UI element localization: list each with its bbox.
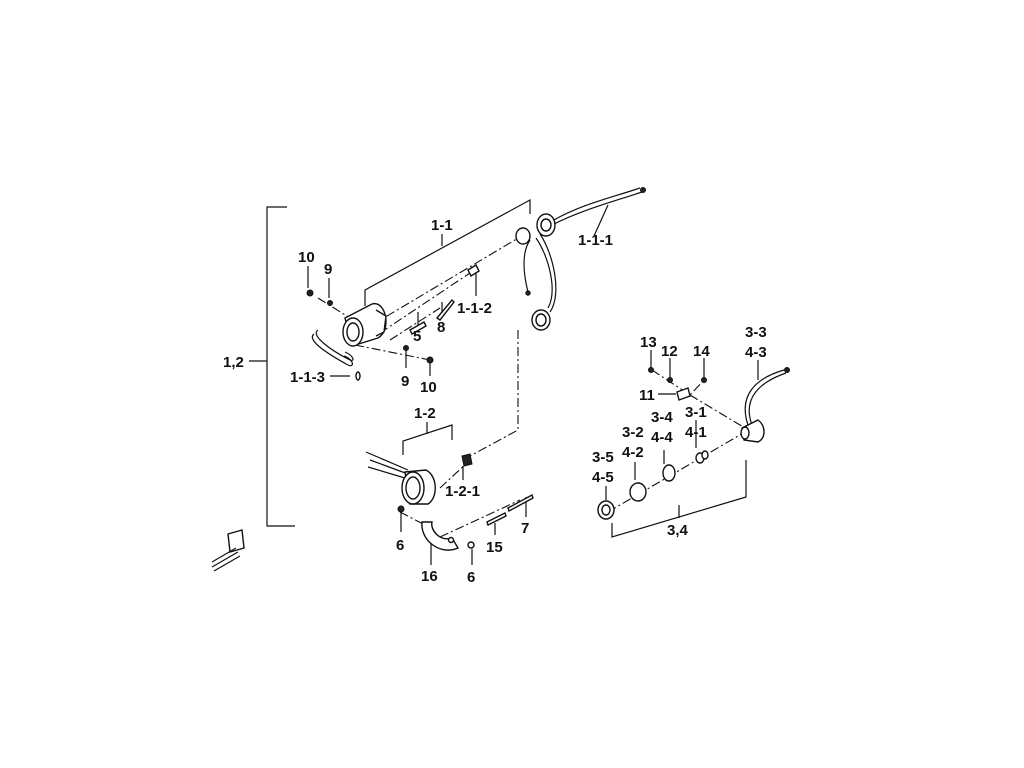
label-9-top: 9 bbox=[324, 261, 332, 278]
label-15: 15 bbox=[486, 539, 503, 556]
headlight-lower bbox=[365, 451, 436, 505]
callout-labels: 1,2 1-1 1-1-1 1-1-2 1-1-3 1-2 1-2-1 10 9… bbox=[223, 217, 767, 586]
label-12: 12 bbox=[661, 343, 678, 360]
connector-part bbox=[211, 529, 245, 572]
label-9-bottom: 9 bbox=[401, 373, 409, 390]
label-3-1: 3-1 bbox=[685, 404, 707, 421]
label-3-4: 3-4 bbox=[651, 409, 673, 426]
bracket-part-16 bbox=[421, 521, 460, 551]
label-4-1: 4-1 bbox=[685, 424, 707, 441]
label-14: 14 bbox=[693, 343, 710, 360]
label-4-2: 4-2 bbox=[622, 444, 644, 461]
label-1-2: 1,2 bbox=[223, 354, 244, 371]
label-3-4-group: 3,4 bbox=[667, 522, 689, 539]
bracket-1-1 bbox=[364, 198, 531, 306]
label-1-2-1: 1-2-1 bbox=[445, 483, 480, 500]
label-10-bottom: 10 bbox=[420, 379, 437, 396]
label-1-2-sub: 1-2 bbox=[414, 405, 436, 422]
bracket-1-2-sub bbox=[402, 422, 453, 455]
turn-signal-assembly bbox=[597, 367, 790, 520]
headlight-upper bbox=[311, 303, 387, 367]
label-3-3: 3-3 bbox=[745, 324, 767, 341]
bracket-3-4 bbox=[611, 460, 747, 538]
label-4-4: 4-4 bbox=[651, 429, 673, 446]
label-10-top: 10 bbox=[298, 249, 315, 266]
sockets-and-wiring bbox=[515, 187, 646, 331]
label-3-5: 3-5 bbox=[592, 449, 614, 466]
label-6-left: 6 bbox=[396, 537, 404, 554]
hardware bbox=[306, 263, 534, 549]
label-6-right: 6 bbox=[467, 569, 475, 586]
label-5: 5 bbox=[413, 328, 421, 345]
assembly-lines bbox=[317, 236, 746, 538]
label-1-1-3: 1-1-3 bbox=[290, 369, 325, 386]
leader-lines bbox=[307, 204, 759, 565]
label-11: 11 bbox=[639, 387, 655, 404]
label-1-1-1: 1-1-1 bbox=[578, 232, 613, 249]
label-1-1: 1-1 bbox=[431, 217, 453, 234]
label-1-1-2: 1-1-2 bbox=[457, 300, 492, 317]
label-8: 8 bbox=[437, 319, 445, 336]
label-3-2: 3-2 bbox=[622, 424, 644, 441]
label-13: 13 bbox=[640, 334, 657, 351]
bracket-1-2 bbox=[249, 206, 295, 527]
label-7: 7 bbox=[521, 520, 529, 537]
label-4-5: 4-5 bbox=[592, 469, 614, 486]
label-16: 16 bbox=[421, 568, 438, 585]
label-4-3: 4-3 bbox=[745, 344, 767, 361]
